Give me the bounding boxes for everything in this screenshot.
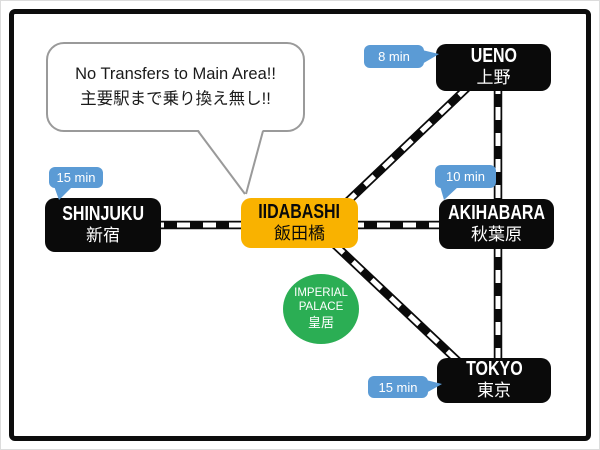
station-akihabara: AKIHABARA 秋葉原 [439,199,554,249]
station-iidabashi-name-en: IIDABASHI [258,200,341,223]
station-tokyo: TOKYO 東京 [437,358,551,403]
badge-time-akihabara: 10 min [435,165,496,188]
badge-time-shinjuku: 15 min [49,167,103,188]
badge-time-ueno: 8 min [364,45,424,68]
station-tokyo-name-en: TOKYO [465,358,523,381]
station-shinjuku-name-jp: 新宿 [86,225,120,245]
station-shinjuku: SHINJUKU 新宿 [45,198,161,252]
speech-bubble: No Transfers to Main Area!! 主要駅まで乗り換え無し!… [46,42,305,132]
speech-bubble-text-en: No Transfers to Main Area!! [75,65,276,84]
landmark-text-line2: PALACE [298,301,344,314]
slide-frame [9,9,591,441]
imperial-palace-label: IMPERIAL PALACE 皇居 [283,274,359,344]
station-iidabashi-name-jp: 飯田橋 [274,223,325,243]
landmark-text-line1: IMPERIAL [294,287,348,300]
station-ueno-name-en: UENO [470,45,517,68]
station-akihabara-name-jp: 秋葉原 [471,224,522,244]
station-akihabara-name-en: AKIHABARA [448,201,545,224]
station-shinjuku-name-en: SHINJUKU [62,202,144,225]
badge-time-tokyo: 15 min [368,376,428,398]
station-ueno: UENO 上野 [436,44,551,91]
badge-time-shinjuku-label: 15 min [56,170,96,185]
station-ueno-name-jp: 上野 [476,68,511,88]
landmark-text-jp: 皇居 [307,315,334,330]
badge-time-akihabara-label: 10 min [445,169,486,184]
badge-time-ueno-label: 8 min [378,49,410,64]
speech-bubble-text-jp: 主要駅まで乗り換え無し!! [80,90,271,108]
badge-time-tokyo-label: 15 min [378,379,418,395]
station-iidabashi: IIDABASHI 飯田橋 [241,198,358,248]
station-tokyo-name-jp: 東京 [477,381,511,401]
